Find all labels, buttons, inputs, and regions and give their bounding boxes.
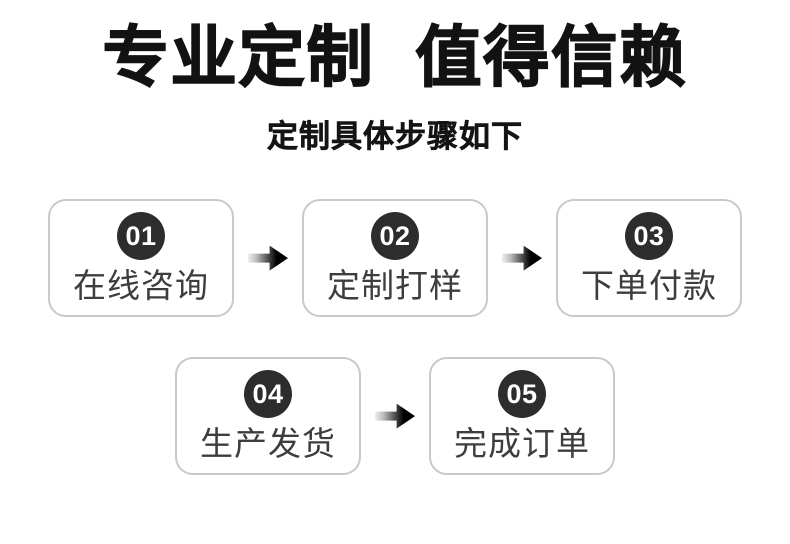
step-box-05: 05 完成订单	[429, 357, 615, 476]
step-label: 在线咨询	[73, 267, 209, 305]
step-number-badge: 03	[625, 212, 673, 261]
step-number-badge: 01	[117, 212, 165, 261]
step-box-02: 02 定制打样	[302, 199, 488, 318]
steps-row-1: 01 在线咨询 02 定制打样 03 下单付款	[48, 199, 742, 318]
step-number: 02	[379, 220, 411, 251]
step-number: 05	[506, 378, 538, 409]
step-number-badge: 04	[244, 370, 292, 419]
step-box-01: 01 在线咨询	[48, 199, 234, 318]
step-label: 生产发货	[200, 425, 336, 463]
step-label: 下单付款	[581, 267, 717, 305]
step-label: 完成订单	[454, 425, 590, 463]
steps-row-2: 04 生产发货 05 完成订单	[175, 357, 615, 476]
step-number: 01	[125, 220, 157, 251]
step-box-03: 03 下单付款	[556, 199, 742, 318]
step-label: 定制打样	[327, 267, 463, 305]
step-box-04: 04 生产发货	[175, 357, 361, 476]
step-number-badge: 05	[498, 370, 546, 419]
step-number-badge: 02	[371, 212, 419, 261]
arrow-right-icon	[248, 245, 288, 271]
step-number: 04	[252, 378, 284, 409]
page-title: 专业定制 值得信赖	[102, 19, 688, 94]
step-number: 03	[633, 220, 665, 251]
arrow-right-icon	[502, 245, 542, 271]
page-subtitle: 定制具体步骤如下	[267, 118, 523, 155]
arrow-right-icon	[375, 403, 415, 429]
